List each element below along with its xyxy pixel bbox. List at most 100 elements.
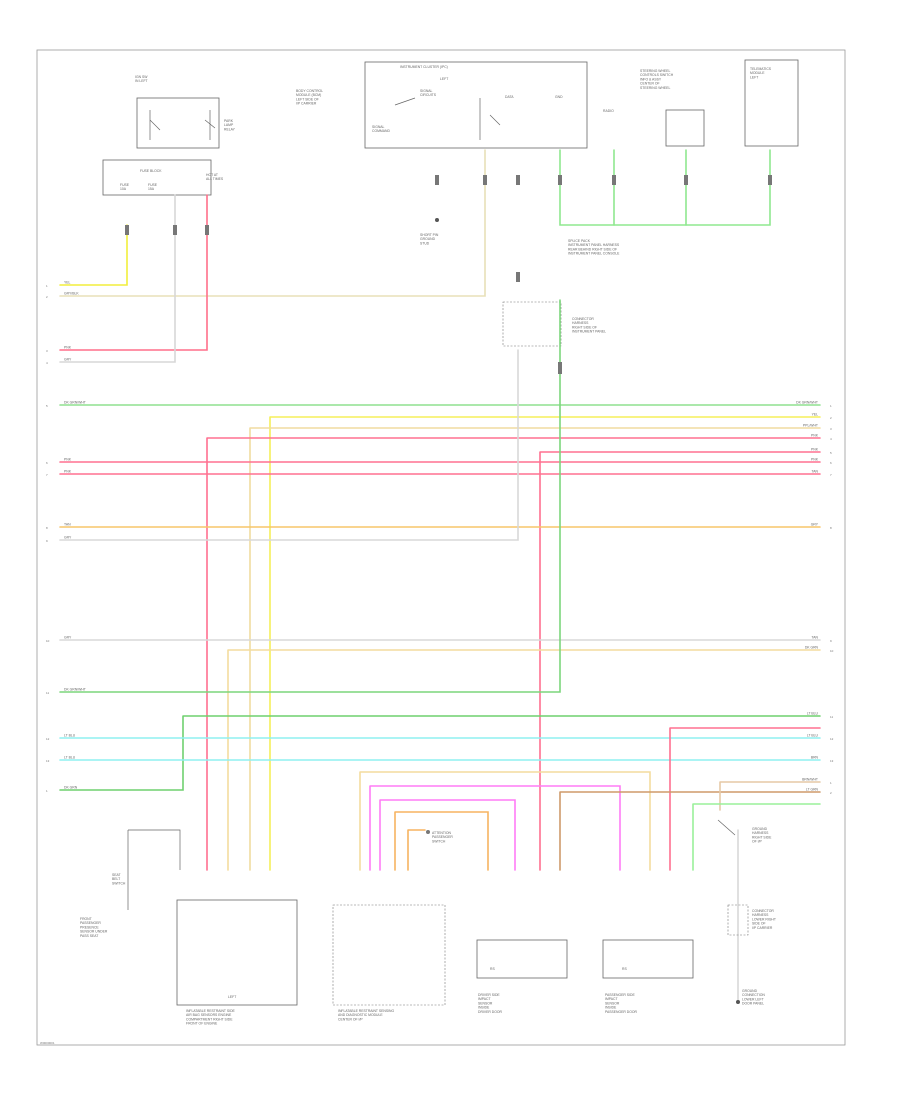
wire-yel-top [59, 224, 128, 286]
wire-gry-bus [59, 349, 519, 541]
connector-pin [125, 225, 129, 235]
left-wire-label: YEL [64, 281, 71, 285]
steering-module-box [665, 109, 705, 147]
rear-unit-right-label: RS [622, 967, 627, 971]
ipc-internal-switch [394, 97, 501, 140]
wire-yel-bus [269, 416, 821, 871]
fuse-block-label: FUSE BLOCK [140, 169, 162, 173]
wire-magenta-1 [369, 785, 621, 871]
wire-brn-wht [719, 781, 821, 811]
ground-stud-symbol [435, 218, 439, 222]
left-wire-number: 6 [46, 461, 48, 465]
right-wire-number: 13 [830, 759, 834, 763]
wire-orange-1 [394, 811, 489, 871]
seat-belt-switch [127, 829, 181, 910]
right-wire-label: BRN [811, 756, 819, 760]
right-wire-label: DK GRN/WHT [796, 401, 818, 405]
right-wire-number: 1 [830, 404, 832, 408]
wire-dk-grn-wht-2 [59, 299, 561, 693]
right-wire-number: 3 [830, 427, 832, 431]
right-wire-label: PNK [811, 458, 819, 462]
right-wire-label: LT BLU [807, 734, 819, 738]
connector-pin [516, 175, 520, 185]
relay-switch-contacts [149, 110, 216, 140]
instrument-cluster-box [364, 61, 588, 149]
left-wire-label: PNK [64, 346, 72, 350]
left-wire-label: LT BLU [64, 734, 76, 738]
connector-pin [612, 175, 616, 185]
wire-ppl-wht-bus [249, 427, 821, 871]
wire-pnk-vert [539, 451, 821, 871]
left-wire-label: DK GRN/WHT [64, 688, 86, 692]
left-wire-number: 9 [46, 539, 48, 543]
right-wire-number: 10 [830, 649, 834, 653]
instrument-cluster-title: INSTRUMENT CLUSTER (IPC) [400, 65, 448, 69]
wire-lt-grn [692, 803, 821, 871]
right-wire-number: 6 [830, 461, 832, 465]
left-wire-number: 11 [46, 691, 49, 695]
right-wire-number: 9 [830, 639, 832, 643]
diagram-footer-id: W0000001 [40, 1041, 55, 1045]
fuse-block-box [102, 159, 212, 196]
connector-pin [768, 175, 772, 185]
connector-pin [558, 175, 562, 185]
left-wire-number: 10 [46, 639, 50, 643]
right-wire-label: PNK [811, 448, 819, 452]
telematics-module-box [744, 59, 799, 147]
wire-pnk-top [59, 194, 208, 351]
attention-switch-symbol [426, 830, 430, 834]
left-wire-number: 7 [46, 473, 48, 477]
connector-pin [435, 175, 439, 185]
right-wire-label: LT GRN [806, 788, 819, 792]
right-wire-label: DK GRN [805, 646, 819, 650]
rear-module-2-box [602, 939, 694, 979]
left-wire-label: GRY/BLK [64, 292, 79, 296]
left-wire-number: 1 [46, 284, 48, 288]
left-wire-label: DK GRN [64, 786, 78, 790]
left-wire-label: GRY [64, 536, 72, 540]
right-wire-number: 2 [830, 791, 832, 795]
wire-dk-grn-bus [59, 715, 821, 791]
left-wire-label: LT BLU [64, 756, 76, 760]
left-wire-number: 1 [46, 789, 48, 793]
right-wire-label: PNK [811, 434, 819, 438]
ipc-col-d: GND [555, 95, 563, 99]
left-wire-number: 2 [46, 295, 48, 299]
right-wire-labels: DK GRN/WHT1YEL2PPL/WHT3PNK4PNK5PNK6TAN7G… [796, 401, 834, 796]
park-lamp-relay-box [136, 97, 220, 149]
diagram-frame [36, 49, 846, 1046]
right-wire-label: GRY [811, 523, 819, 527]
wire-tan-lower [359, 771, 651, 871]
connector-harness-box [502, 301, 562, 347]
right-wire-number: 4 [830, 437, 832, 441]
connector-pin [684, 175, 688, 185]
left-wire-number: 12 [46, 737, 50, 741]
right-connector-box [727, 904, 749, 936]
ipc-left-label: LEFT [440, 77, 448, 81]
ircm-left-label: LEFT [228, 995, 236, 999]
connector-pin [173, 225, 177, 235]
inflatable-restraint-module-box [176, 899, 298, 1006]
right-wire-label: YEL [812, 413, 819, 417]
left-wire-label: TAN [64, 523, 71, 527]
right-wire-number: 5 [830, 451, 832, 455]
wire-gry-blk-top [59, 149, 486, 297]
left-wire-number: 4 [46, 361, 48, 365]
